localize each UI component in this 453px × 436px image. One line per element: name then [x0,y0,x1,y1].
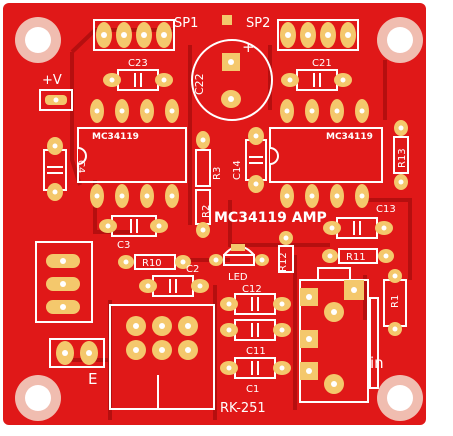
in-label: in [370,354,384,372]
c12-capacitor [220,293,291,315]
plus-v-label: +V [42,73,62,88]
board-title: MC34119 AMP [214,210,327,226]
r2-resistor [195,189,211,238]
c14-capacitor [245,127,267,193]
c3-label: C3 [117,240,130,251]
e-label: E [88,370,97,388]
c13-capacitor [323,217,393,239]
sp1-label: SP1 [174,16,198,31]
c1-capacitor [220,357,291,379]
r12-resistor [278,231,294,273]
r1-label: R1 [390,295,401,308]
c22-label: C22 [193,73,206,95]
c11-label: C11 [246,346,266,357]
r11-label: R11 [346,252,366,263]
r1-resistor [383,269,407,336]
led-label: LED [228,272,248,283]
r10-label: R10 [142,258,162,269]
led [209,244,269,266]
r12-label: R12 [278,252,289,272]
r3-label: R3 [212,167,223,180]
c21-label: C21 [312,58,332,69]
e-connector [49,338,105,368]
model-label: RK-251 [220,401,266,416]
ic-left-label: MC34119 [92,132,139,142]
c14-label: C14 [232,160,243,180]
c1-label: C1 [246,384,259,395]
c4-label: C4 [75,160,86,173]
ic-right-mc34119 [269,99,383,208]
sp2-label: SP2 [246,16,270,31]
ic-left-mc34119 [77,99,187,208]
r13-resistor [393,120,409,190]
c2-label: C2 [186,264,199,275]
c3-capacitor [99,215,168,237]
c12-label: C12 [242,284,262,295]
input-jack [299,267,379,403]
rk251-switch [109,304,215,410]
c22-plus-sign: + [242,38,255,56]
sp1-header [93,19,175,51]
c22-electrolytic-capacitor [191,39,273,121]
c11-capacitor [220,319,291,341]
r13-label: R13 [397,148,408,168]
plus-v-connector [39,89,73,111]
left-three-pin-connector [35,241,93,323]
c23-capacitor [103,69,173,91]
sp-center-pad [222,15,232,25]
c23-label: C23 [128,58,148,69]
r10-resistor [118,254,191,270]
sp2-header [277,19,359,51]
mounting-holes [15,17,423,421]
r2-label: R2 [201,205,212,218]
c2-capacitor [139,275,209,297]
c4-capacitor [43,137,67,201]
c13-label: C13 [376,204,396,215]
ic-right-label: MC34119 [326,132,373,142]
c21-capacitor [281,69,352,91]
r3-resistor [195,131,211,187]
r11-resistor [322,248,394,264]
